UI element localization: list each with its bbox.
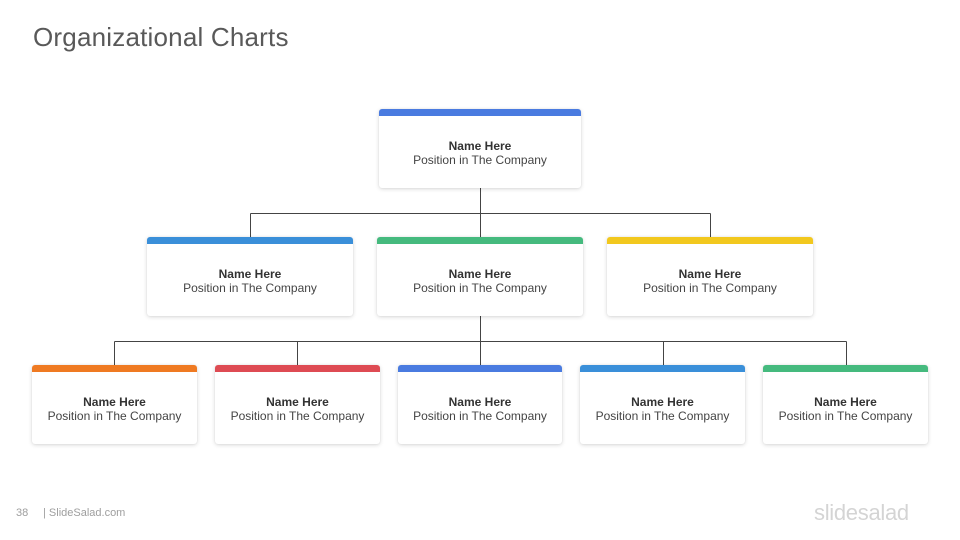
card-accent-bar (607, 237, 813, 244)
org-card-top[interactable]: Name Here Position in The Company (379, 109, 581, 188)
org-card-level2[interactable]: Name Here Position in The Company (377, 237, 583, 316)
card-accent-bar (580, 365, 745, 372)
card-name: Name Here (448, 139, 512, 153)
card-name: Name Here (448, 267, 512, 281)
card-position: Position in The Company (413, 409, 547, 423)
card-position: Position in The Company (413, 153, 547, 167)
card-position: Position in The Company (413, 281, 547, 295)
card-accent-bar (379, 109, 581, 116)
card-name: Name Here (678, 267, 742, 281)
org-card-level3[interactable]: Name Here Position in The Company (32, 365, 197, 444)
card-name: Name Here (448, 395, 512, 409)
card-name: Name Here (83, 395, 146, 409)
card-name: Name Here (266, 395, 329, 409)
org-card-level3[interactable]: Name Here Position in The Company (398, 365, 562, 444)
card-accent-bar (32, 365, 197, 372)
card-position: Position in The Company (230, 409, 365, 423)
card-accent-bar (763, 365, 928, 372)
card-position: Position in The Company (778, 409, 913, 423)
org-card-level2[interactable]: Name Here Position in The Company (607, 237, 813, 316)
card-name: Name Here (814, 395, 877, 409)
org-card-level3[interactable]: Name Here Position in The Company (215, 365, 380, 444)
card-accent-bar (147, 237, 353, 244)
org-card-level3[interactable]: Name Here Position in The Company (580, 365, 745, 444)
card-position: Position in The Company (643, 281, 777, 295)
card-name: Name Here (218, 267, 282, 281)
card-accent-bar (377, 237, 583, 244)
slidesalad-logo: slidesalad (814, 500, 909, 525)
card-position: Position in The Company (595, 409, 730, 423)
slide-number: 38 (16, 507, 29, 519)
card-position: Position in The Company (47, 409, 182, 423)
card-accent-bar (398, 365, 562, 372)
slide-title: Organizational Charts (33, 22, 289, 52)
footer-site-link[interactable]: | SlideSalad.com (43, 507, 126, 519)
org-card-level3[interactable]: Name Here Position in The Company (763, 365, 928, 444)
card-name: Name Here (631, 395, 694, 409)
card-position: Position in The Company (183, 281, 317, 295)
org-card-level2[interactable]: Name Here Position in The Company (147, 237, 353, 316)
card-accent-bar (215, 365, 380, 372)
